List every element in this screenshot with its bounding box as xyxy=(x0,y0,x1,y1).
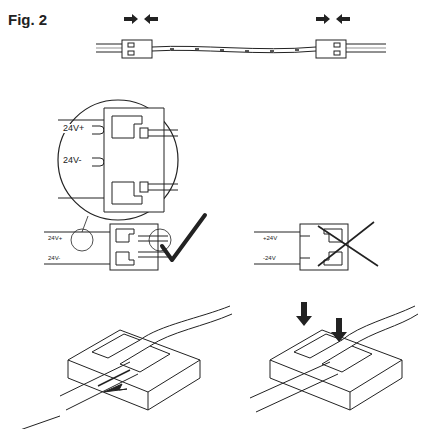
push-arrows xyxy=(124,14,350,24)
polarity-label: 24V- xyxy=(62,156,83,165)
polarity-label: +24V xyxy=(262,235,278,241)
polarity-label: 24V+ xyxy=(62,124,85,133)
polarity-label: 24V- xyxy=(47,255,61,261)
polarity-label: 24V+ xyxy=(47,235,63,241)
polarity-label: -24V xyxy=(262,255,277,261)
correct-connection xyxy=(44,215,205,270)
close-clips-step xyxy=(250,302,418,412)
insert-strip-step xyxy=(20,306,232,429)
wrong-connection xyxy=(254,222,378,270)
connector-cable xyxy=(96,40,386,58)
figure-title: Fig. 2 xyxy=(8,12,47,27)
magnified-detail xyxy=(58,100,178,232)
